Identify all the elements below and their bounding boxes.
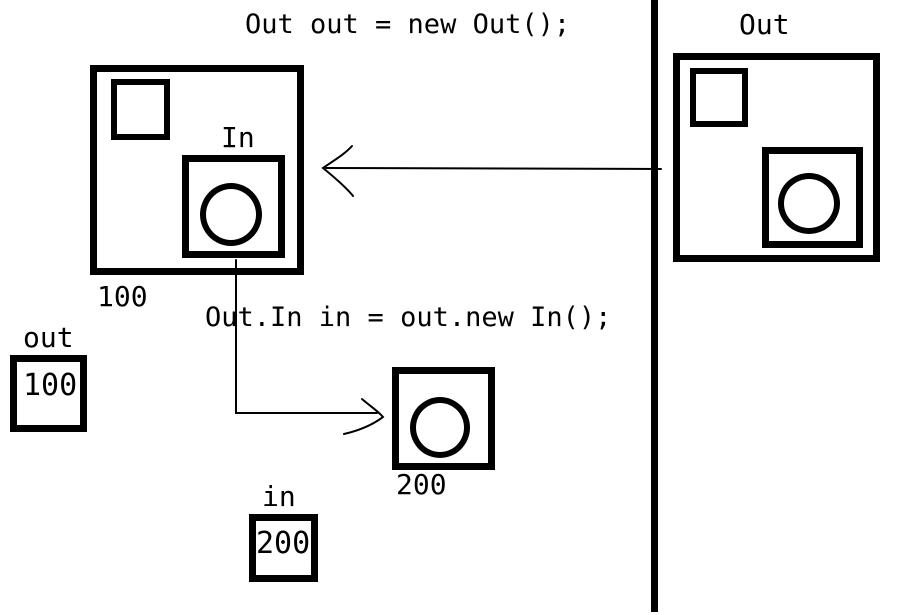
out-variable-value: 100 (23, 368, 78, 403)
outer-instance-box (90, 65, 304, 275)
inner-class-label: In (221, 121, 255, 154)
inner-instantiation-code: Out.In in = out.new In(); (205, 302, 612, 333)
inner-instance-circle-icon (200, 183, 262, 246)
inner-instantiation-arrow-icon (235, 259, 385, 435)
class-template-label: Out (739, 8, 790, 41)
divider-line (651, 0, 658, 612)
template-to-instance-arrow-icon (321, 145, 662, 197)
in-variable-label: in (262, 480, 296, 513)
outer-instantiation-code: Out out = new Out(); (245, 9, 571, 40)
inner-instance-address: 200 (396, 468, 447, 501)
template-member-square (690, 68, 748, 127)
out-variable-box (10, 355, 87, 432)
template-inner-class-box (762, 147, 863, 248)
out-variable-label: out (23, 321, 74, 354)
class-template-box (673, 53, 880, 262)
heap-circle-icon (410, 397, 470, 458)
template-circle-icon (778, 173, 840, 234)
inner-class-box (182, 155, 285, 258)
outer-instance-member-square (111, 79, 170, 140)
in-variable-value: 200 (256, 526, 311, 561)
in-variable-box (249, 514, 318, 582)
inner-instance-box (392, 367, 495, 470)
outer-instance-address: 100 (97, 280, 148, 313)
